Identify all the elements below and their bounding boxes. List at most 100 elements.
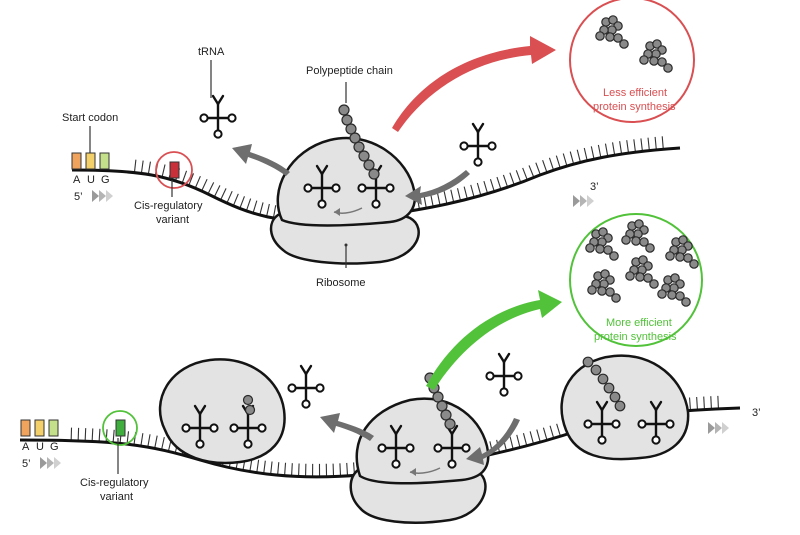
bottom-exiting-trna (288, 366, 323, 408)
mrna-nucleotide-tick (141, 433, 143, 446)
mrna-nucleotide-tick (550, 426, 554, 438)
mrna-nucleotide-tick (444, 191, 447, 204)
top-incoming-trna (460, 124, 495, 166)
top-direction-chevron-5 (92, 190, 113, 202)
mrna-nucleotide-tick (451, 190, 454, 203)
mrna-nucleotide-tick (613, 142, 615, 155)
mrna-nucleotide-tick (162, 165, 165, 178)
bottom-incoming-trna (486, 354, 521, 396)
top-variant-label-2: variant (156, 214, 189, 226)
mrna-nucleotide-tick (484, 181, 488, 193)
mrna-nucleotide-tick (214, 185, 220, 197)
mrna-nucleotide-tick (221, 188, 227, 200)
mrna-nucleotide-tick (648, 138, 649, 151)
mrna-nucleotide-tick (591, 146, 594, 159)
mrna-nucleotide-tick (246, 199, 250, 211)
bottom-variant-label-2: variant (100, 491, 133, 503)
top-codon-u: U (87, 174, 95, 186)
mrna-nucleotide-tick (437, 193, 440, 206)
mrna-nucleotide-tick (536, 163, 541, 175)
mrna-nucleotide-tick (523, 168, 528, 180)
mrna-nucleotide-tick (627, 140, 629, 153)
mrna-nucleotide-tick (510, 173, 514, 185)
top-start-codon (72, 153, 109, 169)
mrna-nucleotide-tick (267, 204, 270, 217)
mrna-nucleotide-tick (697, 397, 698, 410)
mrna-nucleotide-tick (704, 397, 705, 410)
mrna-nucleotide-tick (85, 428, 86, 441)
more-efficient-line1: More efficient (606, 317, 672, 329)
bottom-codon-g: G (50, 441, 59, 453)
trna-label: tRNA (198, 46, 225, 58)
mrna-nucleotide-tick (557, 424, 561, 436)
mrna-nucleotide-tick (202, 179, 207, 191)
polypeptide-label: Polypeptide chain (306, 65, 393, 77)
mrna-nucleotide-tick (271, 462, 272, 475)
mrna-nucleotide-tick (431, 194, 434, 207)
mrna-nucleotide-tick (605, 144, 607, 157)
less-efficient-line2: protein synthesis (593, 101, 676, 113)
more-efficient-line2: protein synthesis (594, 331, 677, 343)
top-codon-g: G (101, 174, 110, 186)
mrna-nucleotide-tick (641, 138, 642, 151)
mrna-nucleotide-tick (340, 463, 341, 476)
mrna-nucleotide-tick (227, 191, 232, 203)
top-variant-block (170, 162, 179, 178)
mrna-nucleotide-tick (634, 139, 636, 152)
mrna-nucleotide-tick (537, 430, 540, 443)
mrna-nucleotide-tick (516, 170, 521, 182)
top-exit-arrow (232, 144, 290, 176)
mrna-nucleotide-tick (182, 171, 186, 183)
mrna-nucleotide-tick (162, 437, 165, 450)
top-outcome-arrow (392, 36, 556, 132)
mrna-nucleotide-tick (148, 162, 150, 175)
mrna-nucleotide-tick (299, 464, 300, 477)
mrna-nucleotide-tick (523, 433, 526, 446)
mrna-nucleotide-tick (711, 396, 712, 409)
mrna-nucleotide-tick (530, 431, 533, 444)
less-efficient-line1: Less efficient (603, 87, 667, 99)
start-codon-label: Start codon (62, 112, 118, 124)
bottom-variant-block (116, 420, 125, 436)
mrna-nucleotide-tick (620, 141, 622, 154)
mrna-nucleotide-tick (471, 185, 474, 198)
mrna-nucleotide-tick (253, 201, 257, 213)
mrna-nucleotide-tick (458, 188, 461, 201)
mrna-nucleotide-tick (208, 182, 214, 194)
mrna-nucleotide-tick (543, 160, 547, 172)
top-exiting-trna (200, 96, 235, 138)
mrna-nucleotide-tick (490, 179, 494, 191)
bottom-variant-label-1: Cis-regulatory (80, 477, 149, 489)
mrna-nucleotide-tick (570, 152, 573, 165)
bottom-ribosome-2-large (357, 399, 489, 484)
mrna-nucleotide-tick (598, 145, 601, 158)
mrna-nucleotide-tick (497, 177, 501, 189)
top-variant-label-1: Cis-regulatory (134, 200, 203, 212)
bottom-three-prime: 3’ (752, 407, 761, 419)
mrna-nucleotide-tick (292, 463, 293, 476)
mrna-nucleotide-tick (655, 137, 656, 150)
mrna-nucleotide-tick (529, 165, 534, 177)
mrna-nucleotide-tick (285, 463, 286, 476)
mrna-nucleotide-tick (155, 436, 158, 449)
mrna-nucleotide-tick (148, 434, 150, 447)
mrna-nucleotide-tick (577, 150, 580, 163)
mrna-nucleotide-tick (690, 397, 691, 410)
mrna-nucleotide-tick (99, 429, 100, 442)
mrna-nucleotide-tick (260, 202, 263, 215)
mrna-nucleotide-tick (503, 175, 507, 187)
mrna-nucleotide-tick (517, 435, 520, 448)
mrna-nucleotide-tick (141, 161, 143, 174)
mrna-nucleotide-tick (543, 428, 547, 440)
top-three-prime: 3’ (590, 181, 599, 193)
mrna-nucleotide-tick (257, 460, 259, 473)
mrna-nucleotide-tick (233, 194, 238, 206)
mrna-nucleotide-tick (113, 430, 114, 443)
ribosome-label: Ribosome (316, 277, 366, 289)
bottom-start-codon (21, 420, 58, 436)
top-direction-chevron-3 (573, 195, 594, 207)
mrna-nucleotide-tick (584, 148, 587, 161)
bottom-direction-chevron-3 (708, 422, 729, 434)
mrna-nucleotide-tick (510, 437, 513, 450)
mrna-nucleotide-tick (134, 160, 135, 173)
